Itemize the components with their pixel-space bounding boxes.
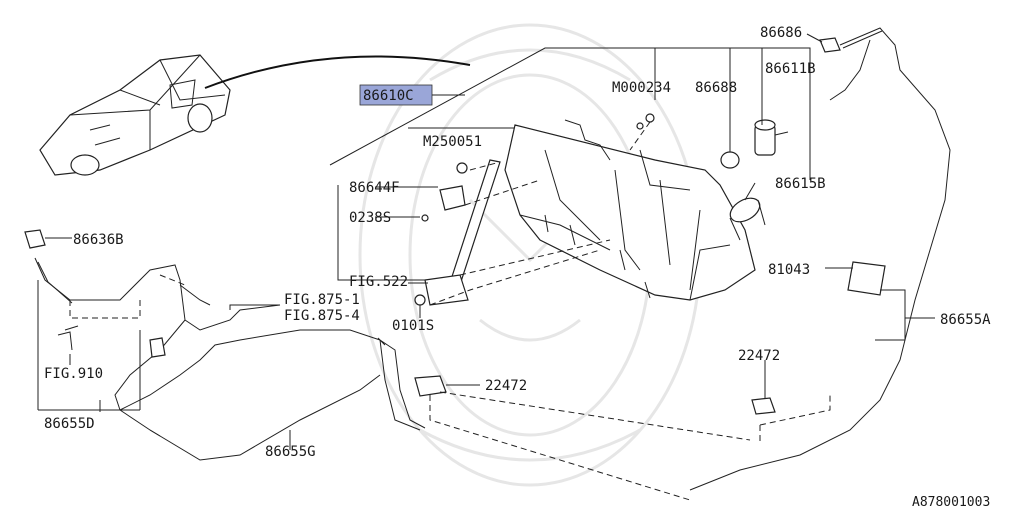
label-patch-81043	[847, 261, 886, 296]
label-86636b: 86636B	[73, 232, 124, 248]
callout-arc	[204, 55, 471, 89]
label-fig875-1: FIG.875-1	[284, 292, 360, 308]
label-fig875-4: FIG.875-4	[284, 308, 360, 324]
label-86688: 86688	[695, 80, 737, 96]
label-86615b: 86615B	[775, 176, 826, 192]
label-86655g: 86655G	[265, 444, 316, 460]
label-86644f: 86644F	[349, 180, 400, 196]
filler-neck	[729, 197, 766, 241]
diagram-code: A878001003	[912, 495, 990, 510]
washer-pump	[754, 119, 789, 156]
label-86611b: 86611B	[765, 61, 816, 77]
clip-22472-right	[751, 397, 776, 415]
grommet	[720, 151, 740, 169]
connector-86636b	[24, 229, 46, 249]
washer-reservoir-tank	[504, 119, 756, 301]
label-86610c: 86610C	[363, 88, 414, 104]
label-81043: 81043	[768, 262, 810, 278]
label-86686: 86686	[760, 25, 802, 41]
label-22472-mid: 22472	[485, 378, 527, 394]
label-86655a: 86655A	[940, 312, 991, 328]
clip-22472-mid	[414, 375, 447, 397]
label-22472-right: 22472	[738, 348, 780, 364]
label-m000234: M000234	[612, 80, 671, 96]
label-0238s: 0238S	[349, 210, 391, 226]
label-fig910: FIG.910	[44, 366, 103, 382]
clip-86686	[819, 37, 841, 53]
car-illustration	[39, 54, 231, 176]
label-0101s: 0101S	[392, 318, 434, 334]
label-fig522: FIG.522	[349, 274, 408, 290]
tank-bracket	[414, 159, 501, 306]
label-m250051: M250051	[423, 134, 482, 150]
label-86655d: 86655D	[44, 416, 95, 432]
